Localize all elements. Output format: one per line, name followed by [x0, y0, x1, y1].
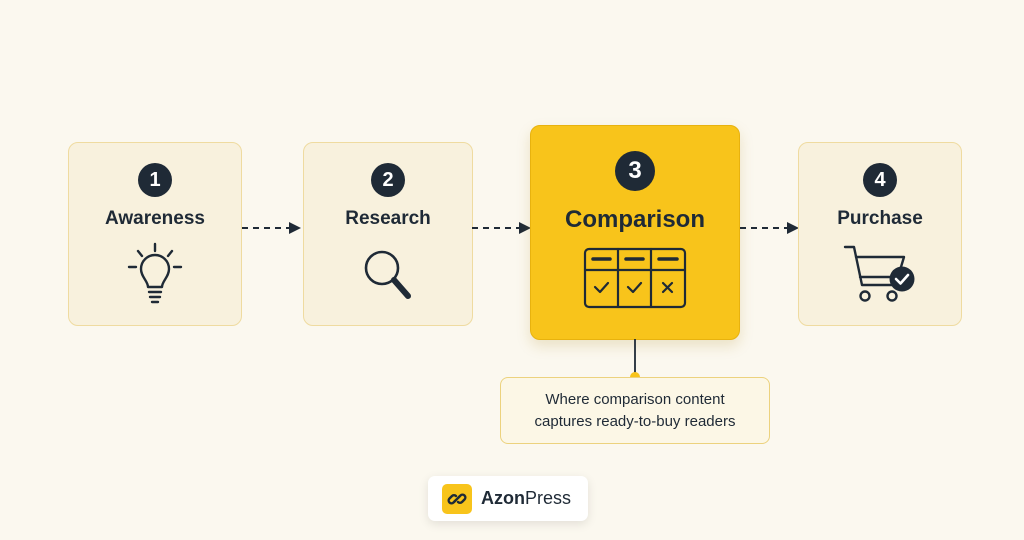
- brand-name: AzonPress: [481, 488, 571, 509]
- link-icon: [447, 492, 467, 505]
- step-card-comparison: 3 Comparison: [530, 125, 740, 340]
- step-label: Comparison: [564, 206, 705, 233]
- callout-line-2: captures ready-to-buy readers: [534, 413, 736, 430]
- step-number-badge: 4: [863, 163, 897, 197]
- step-number-badge: 3: [615, 151, 655, 191]
- step-card-awareness: 1 Awareness: [68, 142, 242, 326]
- step-label: Awareness: [105, 208, 205, 229]
- step-label: Research: [345, 208, 431, 229]
- comparison-table-icon: [583, 247, 687, 309]
- lightbulb-icon: [127, 242, 183, 304]
- flow-arrow: [740, 222, 799, 234]
- brand-logo: [442, 483, 472, 514]
- magnifying-glass-icon: [364, 250, 411, 299]
- flow-arrow: [472, 222, 531, 234]
- step-label: Purchase: [837, 208, 923, 229]
- flow-arrow: [242, 222, 301, 234]
- step-number-badge: 1: [138, 163, 172, 197]
- brand-badge: AzonPress: [428, 476, 588, 521]
- callout-line-1: Where comparison content: [545, 391, 725, 408]
- step-card-research: 2 Research: [303, 142, 473, 326]
- shopping-cart-check-icon: [843, 245, 915, 302]
- step-card-purchase: 4 Purchase: [798, 142, 962, 326]
- comparison-callout: Where comparison content captures ready-…: [500, 377, 770, 444]
- brand-name-regular: Press: [525, 488, 572, 508]
- step-number-badge: 2: [371, 163, 405, 197]
- brand-name-bold: Azon: [481, 488, 525, 508]
